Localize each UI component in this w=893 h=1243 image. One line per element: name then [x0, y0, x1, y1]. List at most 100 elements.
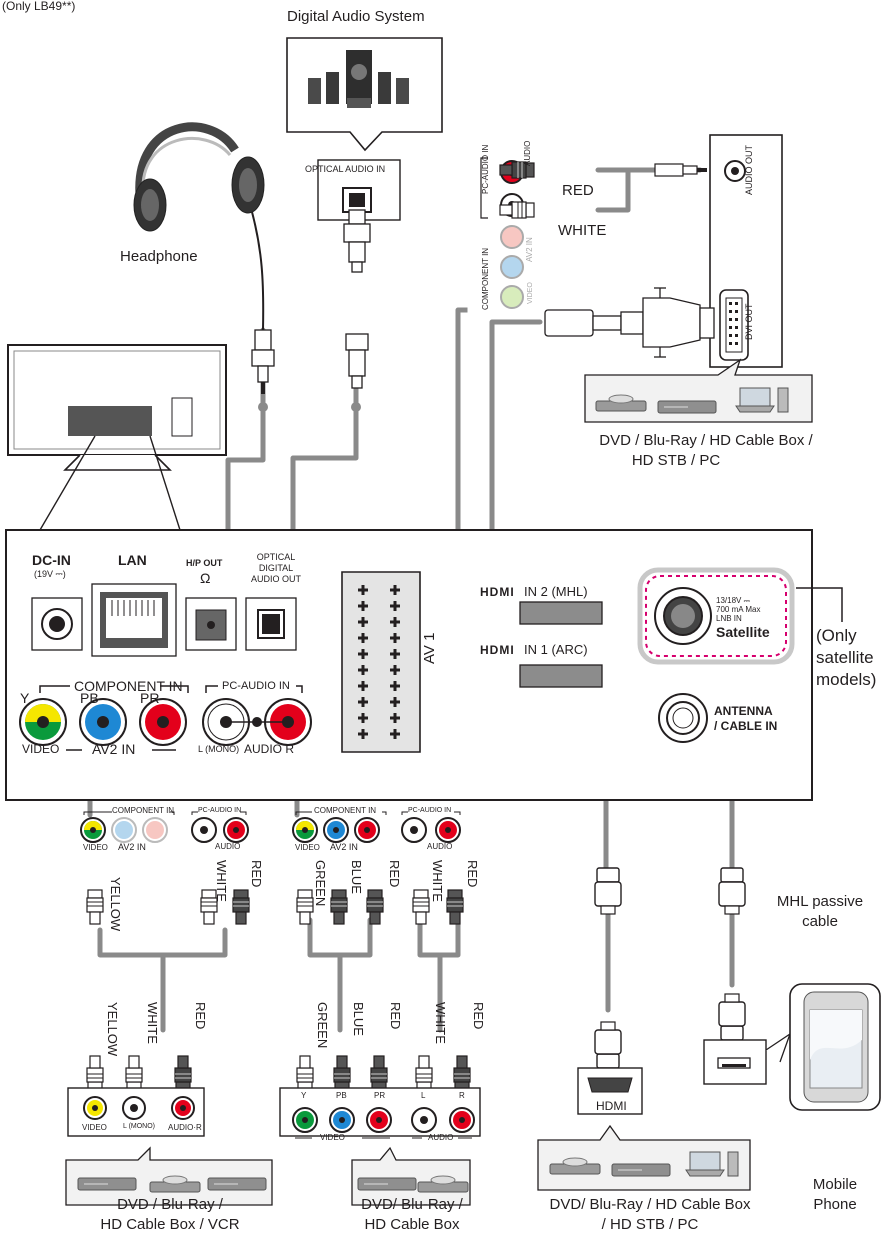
- dev-audio-r-label: AUDIO·R: [168, 1123, 202, 1132]
- hdmi-logo-1: HDMI: [480, 643, 515, 657]
- optical-out-label-2: DIGITAL: [258, 563, 294, 573]
- left-yellow-top: YELLOW: [108, 877, 123, 932]
- bottom-devices-mid: [351, 1146, 471, 1206]
- hdmi-in1-label: IN 1 (ARC): [524, 642, 588, 657]
- antenna-label-1: ANTENNA: [714, 704, 773, 718]
- scart-pin: [393, 713, 397, 723]
- dvi-source-device: [709, 134, 783, 368]
- speaker-icon: [308, 78, 321, 104]
- mid-white-top: WHITE: [430, 860, 445, 902]
- left-video-label: VIDEO: [83, 843, 108, 852]
- middle-module-jacks: [292, 811, 461, 843]
- scart-pin: [393, 665, 397, 675]
- dev-r-label: R: [459, 1091, 465, 1100]
- dc-in-label: DC-IN: [32, 552, 71, 568]
- dev-video-label: VIDEO: [82, 1123, 107, 1132]
- left-white-bottom: WHITE: [145, 1002, 160, 1044]
- left-audio-label: AUDIO: [215, 842, 241, 851]
- left-device-panel: [67, 1087, 205, 1137]
- y-label: Y: [20, 690, 30, 706]
- pc-audio-plugs: [499, 161, 707, 219]
- av1-label: AV 1: [421, 633, 438, 664]
- scart-pin: [393, 601, 397, 611]
- left-white-top: WHITE: [214, 860, 229, 902]
- dev-video-bracket: VIDEO: [320, 1133, 345, 1142]
- mid-audio-label: AUDIO: [427, 842, 453, 851]
- optical-out-label-1: OPTICAL: [256, 552, 296, 562]
- mobile-label-1: Mobile: [812, 1176, 858, 1193]
- satellite-label: Satellite: [716, 624, 770, 640]
- scart-pin: [361, 681, 365, 691]
- mhl-plug-top: [718, 867, 746, 915]
- bottom-mid-label-2: HD Cable Box: [364, 1216, 460, 1233]
- mid-component-in: COMPONENT IN: [314, 806, 377, 815]
- headphone-label: Headphone: [120, 248, 198, 265]
- antenna-label-2: / CABLE IN: [714, 719, 778, 733]
- bottom-devices-right: [537, 1124, 751, 1191]
- l-mono-label: L (MONO): [198, 744, 240, 754]
- optical-cable: [290, 367, 359, 601]
- scart-pin: [393, 633, 397, 643]
- video-vertical: VIDEO: [527, 282, 534, 304]
- hdmi-in2-port: [519, 601, 603, 625]
- dev-l-mono-label: L (MONO): [123, 1123, 156, 1130]
- scart-port: [341, 571, 421, 753]
- mid-red2-top: RED: [465, 860, 480, 887]
- pc-audio-red-label: RED: [562, 182, 594, 199]
- dc-volt-label: (19V ⎓): [34, 569, 66, 579]
- component-in-vertical: COMPONENT IN: [481, 248, 490, 310]
- dev-pr-label: PR: [374, 1091, 386, 1100]
- mid-av2-label: AV2 IN: [330, 842, 358, 852]
- mobile-phone: [789, 983, 881, 1111]
- audio-out-label: AUDIO OUT: [744, 144, 754, 195]
- headphone-icon: [133, 122, 275, 394]
- left-av2-label: AV2 IN: [118, 842, 146, 852]
- tv-back-panel: [5, 529, 843, 801]
- pr-label: PR: [140, 690, 160, 706]
- only-satellite-3: models): [816, 670, 877, 689]
- mid-pc-audio-in: PC-AUDIO IN: [408, 807, 452, 814]
- scart-pin: [361, 633, 365, 643]
- pc-audio-in-vertical: PC-AUDIO IN: [481, 144, 490, 194]
- only-satellite-1: (Only: [816, 626, 857, 645]
- scart-pin: [393, 729, 397, 739]
- bottom-left-label-2: HD Cable Box / VCR: [100, 1216, 240, 1233]
- headphone-symbol-icon: Ω: [200, 570, 211, 586]
- bottom-right-label-1: DVD/ Blu-Ray / HD Cable Box: [549, 1196, 751, 1213]
- scart-pin: [393, 697, 397, 707]
- mid-blue-bottom: BLUE: [351, 1002, 366, 1036]
- av2-vertical: AV2 IN: [525, 237, 534, 262]
- mhl-cable-label-2: cable: [802, 913, 838, 930]
- scart-pin: [393, 681, 397, 691]
- sat-spec-3: LNB IN: [716, 614, 742, 623]
- scart-pin: [393, 617, 397, 627]
- bottom-devices-left: [65, 1146, 273, 1206]
- mid-red2-bottom: RED: [471, 1002, 486, 1029]
- panel-jacks: [19, 698, 312, 746]
- mid-green-top: GREEN: [313, 860, 328, 906]
- scart-pin: [361, 697, 365, 707]
- component-in-label: COMPONENT IN: [74, 678, 183, 694]
- bottom-right-label-2: / HD STB / PC: [601, 1216, 699, 1233]
- hdmi-logo-2: HDMI: [480, 585, 515, 599]
- mid-red-top: RED: [387, 860, 402, 887]
- scart-pin: [361, 649, 365, 659]
- mhl-adaptor: [703, 1032, 792, 1085]
- bottom-mid-label-1: DVD/ Blu-Ray /: [361, 1196, 463, 1213]
- digital-audio-system-label: Digital Audio System: [287, 8, 425, 25]
- hp-out-label: H/P OUT: [186, 558, 223, 568]
- pc-audio-in-label: PC-AUDIO IN: [222, 680, 290, 692]
- digital-audio-system: [286, 37, 443, 221]
- dvi-hdmi-plug: [544, 287, 715, 358]
- scart-pin: [361, 585, 365, 595]
- hdmi-device-label: HDMI: [596, 1099, 627, 1113]
- mid-blue-top: BLUE: [349, 860, 364, 894]
- optical-audio-in-label: OPTICAL AUDIO IN: [305, 164, 385, 174]
- hdmi-in2-label: IN 2 (MHL): [524, 584, 588, 599]
- left-component-in: COMPONENT IN: [112, 806, 175, 815]
- scart-pin: [393, 649, 397, 659]
- hdmi-in1-port: [519, 664, 603, 688]
- dvi-out-label: DVI OUT: [744, 303, 754, 340]
- optical-out-label-3: AUDIO OUT: [250, 574, 301, 584]
